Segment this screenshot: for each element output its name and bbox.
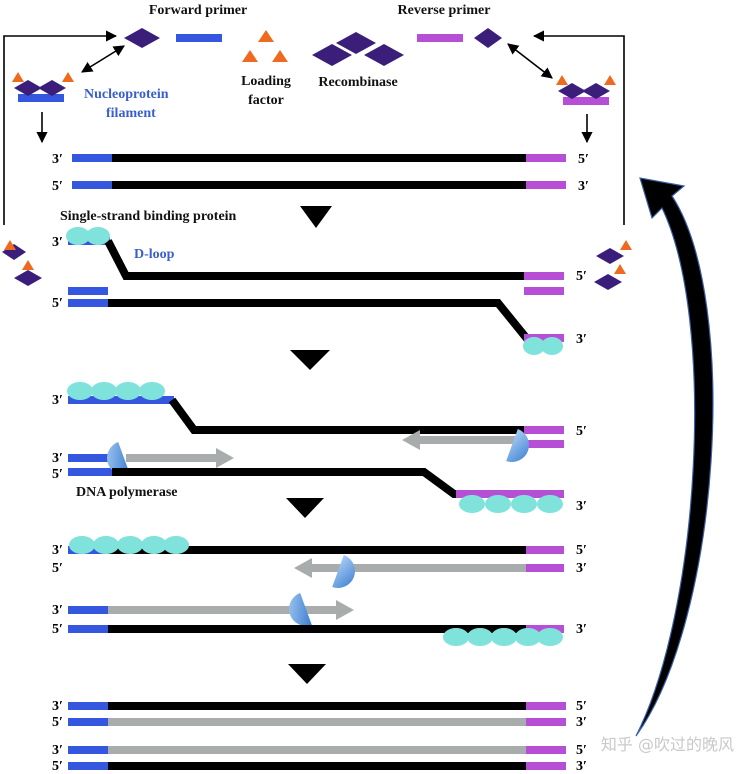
end-label: 3′	[52, 699, 63, 714]
watermark: 知乎 @吹过的晚风	[601, 735, 734, 754]
end-label: 3′	[576, 715, 587, 730]
end-label: 5′	[576, 424, 587, 439]
polymerase-right	[506, 429, 529, 462]
side-filament-left	[2, 240, 42, 286]
forward-binding-arrow	[81, 45, 125, 73]
reverse-recombinase-diamond	[474, 28, 502, 48]
end-label: 3′	[52, 235, 63, 250]
end-label: 3′	[576, 759, 587, 774]
stage-dloop: 3′ 5′ D-loop 5′ 3′	[2, 227, 632, 355]
loading-factor-label-line1: Loading	[241, 74, 291, 89]
top-components: Forward primer Reverse primer Loading fa…	[3, 3, 625, 225]
end-label: 3′	[576, 332, 587, 347]
new-strand-left-arrow	[402, 430, 516, 450]
end-label: 5′	[52, 296, 63, 311]
cycle-return-arrow	[635, 177, 714, 737]
side-filament-right	[594, 240, 632, 290]
loading-factor-label-line2: factor	[248, 93, 284, 108]
polymerase	[332, 555, 355, 588]
dna-polymerase-label: DNA polymerase	[76, 485, 178, 500]
loading-factor-triangles	[242, 30, 288, 62]
end-label: 5′	[576, 743, 587, 758]
end-label: 3′	[52, 743, 63, 758]
nucleoprotein-filament-right	[556, 75, 616, 105]
recombinase-label: Recombinase	[318, 75, 397, 90]
ssb-label: Single-strand binding protein	[60, 209, 237, 224]
end-label: 3′	[52, 152, 63, 167]
end-label: 3′	[576, 499, 587, 514]
end-label: 3′	[576, 561, 587, 576]
stage-extension: 3′ 5′ 3′ 5′	[52, 382, 587, 514]
recycle-arrow-right	[532, 30, 625, 225]
ssb-proteins	[69, 536, 189, 554]
step-arrow-2	[290, 350, 330, 370]
end-label: 5′	[576, 543, 587, 558]
forward-primer-label: Forward primer	[149, 3, 247, 18]
end-label: 3′	[52, 451, 63, 466]
end-label: 3′	[576, 622, 587, 637]
end-label: 3′	[52, 543, 63, 558]
stage-amplicons: 3′ 5′ 5′ 3′ 3′ 5′ 5′ 3′	[52, 699, 587, 774]
forward-primer-bar	[176, 34, 222, 42]
ssb-proteins	[67, 382, 165, 400]
end-label: 5′	[52, 715, 63, 730]
end-label: 5′	[576, 699, 587, 714]
step-arrow-4	[288, 664, 326, 684]
polymerase	[289, 593, 312, 626]
new-strand-right-arrow	[126, 448, 234, 468]
step-arrow-1	[300, 206, 332, 228]
nucleoprotein-label-line1: Nucleoprotein	[84, 87, 169, 102]
nucleoprotein-filament-left	[12, 72, 74, 102]
dloop-label: D-loop	[134, 247, 175, 262]
stage-target-dna: 3′ 5′ 5′ 3′	[52, 152, 589, 194]
nucleoprotein-label-line2: filament	[106, 106, 156, 121]
new-strand-right-arrow	[108, 600, 354, 620]
recombinase-cluster	[312, 32, 404, 66]
forward-recombinase-diamond	[124, 28, 160, 48]
end-label: 5′	[578, 152, 589, 167]
end-label: 3′	[52, 393, 63, 408]
reverse-primer-bar	[417, 34, 463, 42]
end-label: 5′	[576, 269, 587, 284]
new-strand-left-arrow	[294, 558, 526, 578]
end-label: 3′	[52, 603, 63, 618]
stage-displacement: 3′ 5′ 5′ 3′ 3′ 5′	[52, 536, 587, 646]
recycle-arrow-left	[3, 30, 118, 225]
reverse-binding-arrow	[507, 43, 553, 79]
ssb-proteins	[443, 628, 563, 646]
ssb-proteins	[66, 227, 110, 245]
polymerase-left	[107, 442, 130, 475]
end-label: 5′	[52, 622, 63, 637]
end-label: 5′	[52, 561, 63, 576]
end-label: 5′	[52, 179, 63, 194]
ssb-proteins	[459, 495, 563, 513]
end-label: 5′	[52, 759, 63, 774]
reverse-primer-label: Reverse primer	[398, 3, 491, 18]
step-arrow-3	[286, 498, 324, 518]
end-label: 3′	[578, 179, 589, 194]
ssb-proteins	[523, 337, 563, 355]
end-label: 5′	[52, 467, 63, 482]
